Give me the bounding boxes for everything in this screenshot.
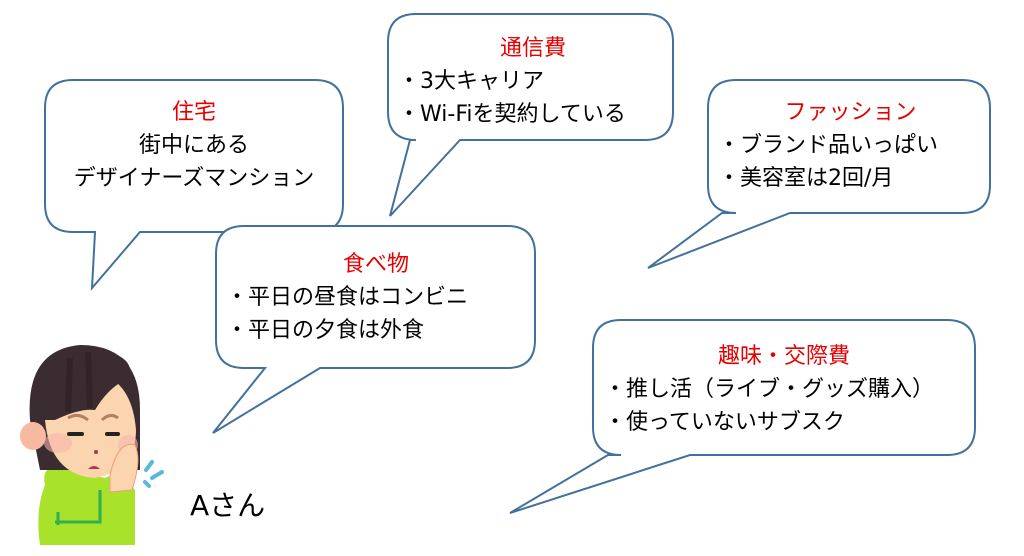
bubble-line: ・3大キャリア: [398, 69, 544, 94]
bubble-title: ファッション: [784, 100, 917, 125]
bubble-line: ・推し活（ライブ・グッズ購入）: [604, 377, 935, 402]
person-name: Aさん: [190, 489, 266, 522]
speech-bubble-food: [212, 225, 536, 434]
bubble-title: 趣味・交際費: [717, 344, 850, 369]
bubble-title: 食べ物: [342, 252, 409, 277]
bubble-food: 食べ物 ・平日の昼食はコンビニ ・平日の夕食は外食: [226, 248, 526, 347]
bubble-line: デザイナーズマンション: [73, 166, 315, 191]
bubble-line: ・使っていないサブスク: [604, 410, 845, 435]
bubble-hobby: 趣味・交際費 ・推し活（ライブ・グッズ購入） ・使っていないサブスク: [604, 340, 964, 439]
speech-bubble-housing: [44, 79, 344, 291]
bubble-housing: 住宅 街中にある デザイナーズマンション: [45, 96, 343, 195]
bubble-fashion: ファッション ・ブランド品いっぱい ・美容室は2回/月: [718, 96, 983, 195]
bubble-line: ・Wi-Fiを契約している: [398, 102, 626, 127]
worried-woman-illustration: [20, 345, 164, 545]
bubble-line: ・美容室は2回/月: [718, 166, 894, 191]
bubble-telecom: 通信費 ・3大キャリア ・Wi-Fiを契約している: [398, 32, 668, 131]
speech-bubble-telecom: [387, 13, 674, 217]
bubble-title: 通信費: [499, 36, 566, 61]
speech-bubble-hobby: [509, 319, 976, 514]
bubble-line: ・ブランド品いっぱい: [718, 133, 939, 158]
bubble-title: 住宅: [171, 100, 216, 125]
bubble-line: ・平日の昼食はコンビニ: [226, 285, 469, 310]
speech-bubble-fashion: [647, 79, 991, 269]
bubble-line: 街中にある: [138, 133, 249, 158]
bubble-line: ・平日の夕食は外食: [226, 318, 425, 343]
